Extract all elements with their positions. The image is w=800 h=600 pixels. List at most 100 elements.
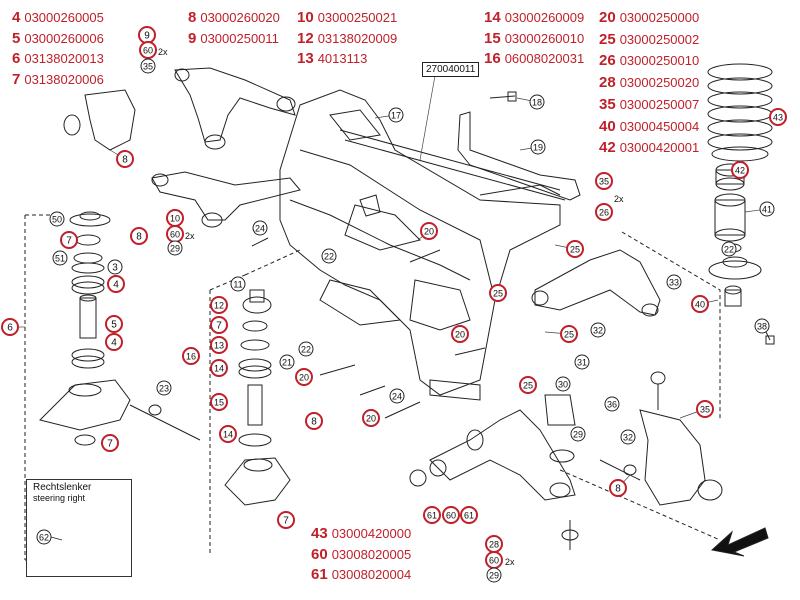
seal-7-left	[75, 234, 101, 246]
callout: 41	[759, 201, 775, 217]
callout-circle	[560, 325, 578, 343]
red-callout: 35	[696, 400, 714, 418]
legend-item-number: 26	[599, 52, 616, 70]
callout-circle	[604, 396, 620, 412]
callout-label: 29	[489, 571, 499, 581]
callout-label: 18	[532, 98, 542, 108]
callout-circle	[574, 354, 590, 370]
king-pin-5	[79, 294, 97, 339]
red-callout: 42	[731, 161, 749, 179]
callout-label: 36	[607, 400, 617, 410]
legend-part-number: 03000250002	[619, 31, 700, 47]
callout-circle	[460, 506, 478, 524]
callout-label: 3	[112, 263, 118, 274]
red-callout: 61	[460, 506, 478, 524]
callout-label: 9	[144, 31, 150, 42]
callout-circle	[362, 409, 380, 427]
spring-plate-40	[708, 256, 762, 307]
ball-joint-28	[561, 520, 579, 550]
upper-a-arm-right	[531, 249, 661, 317]
legend-item-number: 60	[311, 545, 328, 563]
bearing-4-lower	[71, 348, 105, 369]
callout-label: 14	[223, 430, 233, 440]
callout-circle	[252, 220, 268, 236]
callout-label: 21	[282, 358, 292, 368]
red-callout: 8	[305, 412, 323, 430]
quantity-label: 2x	[185, 231, 195, 241]
red-callout: 60	[166, 225, 184, 243]
red-callout: 20	[420, 222, 438, 240]
callout: 38	[754, 318, 770, 334]
red-callout: 60	[139, 41, 157, 59]
callout-label: 24	[255, 224, 265, 234]
steering-arm-center	[224, 457, 291, 506]
callout-circle	[139, 41, 157, 59]
legend-item-number: 61	[311, 566, 328, 583]
callout-label: 20	[366, 414, 376, 424]
legend-item-number: 43	[311, 525, 328, 542]
callout-circle	[279, 354, 295, 370]
bracket-19	[457, 111, 581, 201]
callout-circle	[210, 393, 228, 411]
legend-item-number: 7	[12, 70, 21, 88]
legend-part-number: 03000260006	[24, 30, 104, 46]
legend-part-number: 03000250007	[619, 96, 700, 112]
callout: 36	[604, 396, 620, 412]
upper-a-arm-left	[174, 67, 296, 150]
legend-part-number: 03000260020	[200, 10, 280, 25]
legend-item-number: 12	[297, 29, 314, 47]
callout-label: 22	[724, 245, 734, 255]
callout-circle	[423, 506, 441, 524]
callout-circle	[486, 567, 502, 583]
callout-circle	[519, 376, 537, 394]
red-callout: 14	[219, 425, 237, 443]
callout-label: 35	[143, 62, 153, 72]
red-callout: 43	[769, 108, 787, 126]
callout-label: 31	[577, 358, 587, 368]
callout: 35	[140, 58, 156, 74]
callout-label: 5	[111, 320, 117, 331]
inset-right-hand-drive: Rechtslenker steering right	[26, 479, 132, 577]
callout-label: 33	[669, 278, 679, 288]
callout: 11	[230, 276, 246, 292]
red-callout: 8	[116, 150, 134, 168]
callout-circle	[620, 429, 636, 445]
callout-label: 20	[299, 373, 309, 383]
callout: 32	[620, 429, 636, 445]
legend-part-number: 03000250020	[619, 75, 700, 91]
callout-circle	[1, 318, 19, 336]
callout: 30	[555, 376, 571, 392]
callout-label: 30	[558, 380, 568, 390]
callout-circle	[305, 412, 323, 430]
ring-51	[73, 252, 103, 264]
callout-label: 20	[424, 227, 434, 237]
callout: 19	[530, 139, 546, 155]
coil-spring-43	[707, 63, 773, 162]
inset-title: Rechtslenker	[33, 482, 92, 493]
callout-label: 25	[564, 330, 574, 340]
red-callout: 9	[138, 26, 156, 44]
red-callout: 25	[560, 325, 578, 343]
legend-part-number: 4013113	[317, 51, 368, 66]
ring-29	[549, 449, 575, 463]
callout-label: 23	[159, 384, 169, 394]
bracket-30	[544, 394, 576, 426]
callout-label: 16	[186, 352, 196, 362]
callout-label: 61	[464, 511, 474, 521]
callout-label: 8	[122, 155, 128, 166]
callout: 22	[321, 248, 337, 264]
callout-circle	[530, 139, 546, 155]
bolt-24-upper	[251, 237, 269, 247]
